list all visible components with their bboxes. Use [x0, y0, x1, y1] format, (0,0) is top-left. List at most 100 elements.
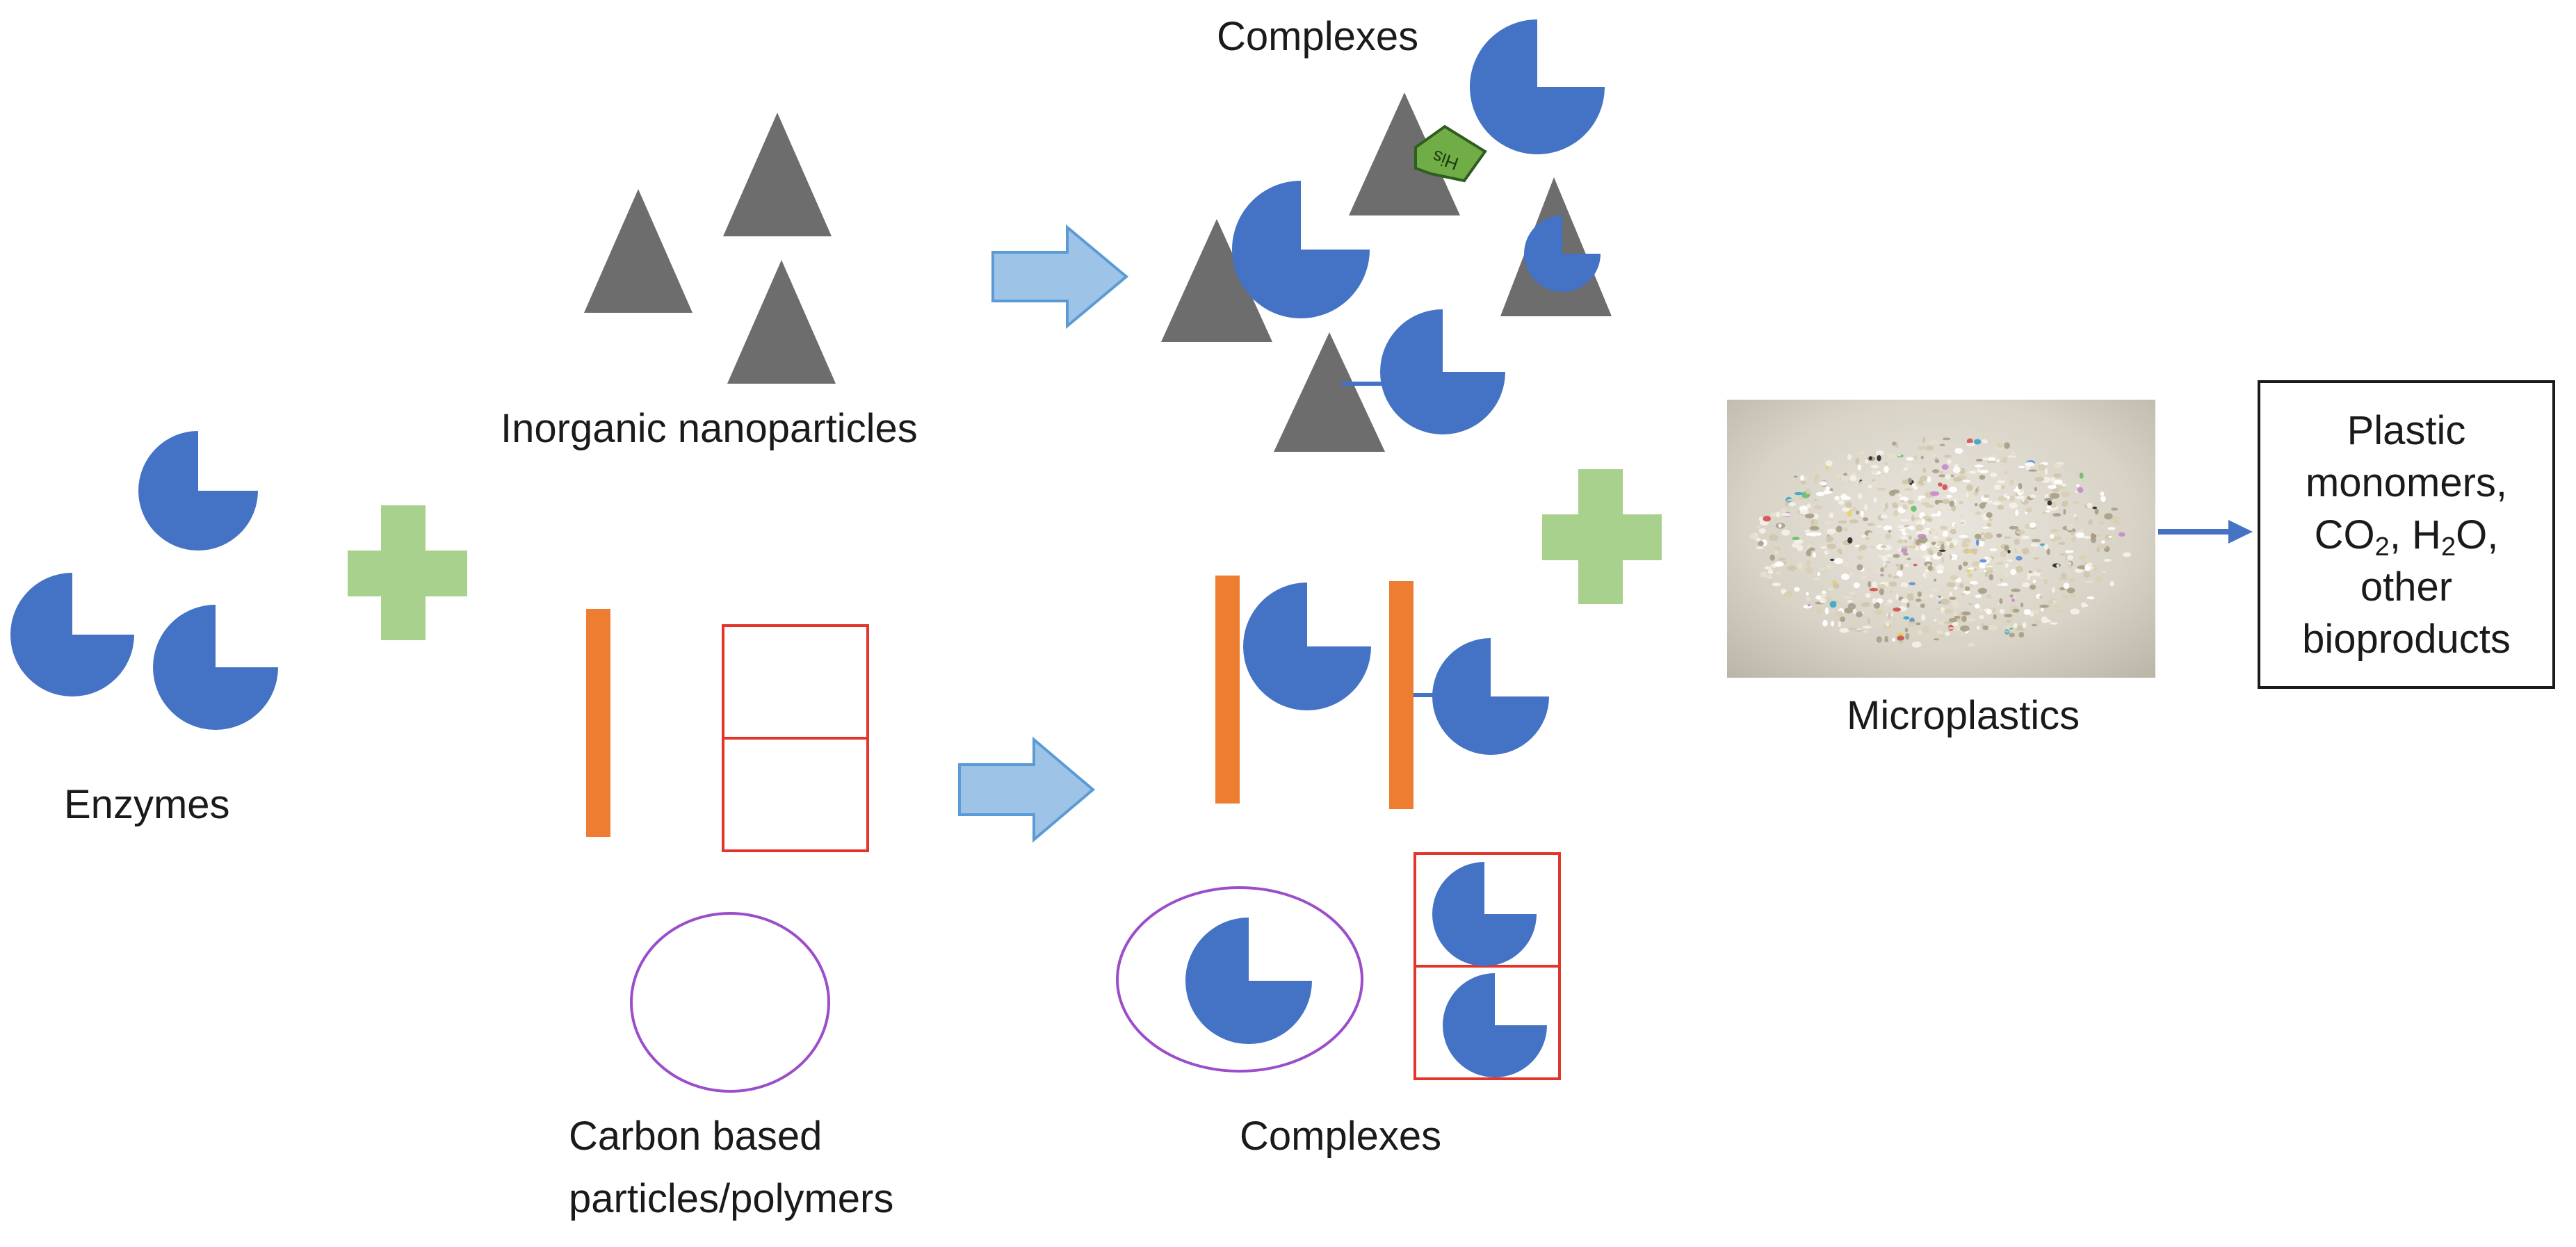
microplastic-piece — [1966, 438, 1973, 444]
microplastic-piece — [1945, 537, 1953, 542]
microplastic-piece — [2009, 633, 2015, 637]
microplastic-piece — [2073, 514, 2077, 517]
microplastic-piece — [1820, 546, 1828, 549]
microplastic-piece — [1937, 510, 1941, 517]
microplastic-piece — [1872, 597, 1877, 604]
microplastic-piece — [1809, 525, 1820, 531]
microplastic-piece — [1806, 549, 1812, 557]
microplastic-piece — [1933, 638, 1940, 641]
microplastic-piece — [1904, 528, 1911, 534]
microplastic-piece — [1904, 564, 1909, 567]
microplastic-piece — [2009, 503, 2018, 509]
microplastic-piece — [1995, 562, 2004, 565]
microplastic-piece — [1883, 562, 1886, 567]
microplastic-piece — [1913, 477, 1917, 484]
microplastic-piece — [1937, 595, 1942, 598]
microplastic-piece — [1988, 573, 1994, 580]
microplastic-piece — [1936, 569, 1944, 574]
microplastic-piece — [1929, 594, 1934, 598]
microplastic-piece — [1797, 562, 1804, 569]
microplastic-piece — [2030, 543, 2040, 547]
microplastic-piece — [1918, 537, 1928, 544]
arrow-icon — [958, 736, 1096, 843]
microplastic-piece — [1877, 541, 1886, 544]
microplastic-piece — [1934, 619, 1937, 622]
microplastic-piece — [1813, 505, 1823, 510]
microplastic-piece — [1826, 535, 1833, 543]
microplastic-piece — [1845, 501, 1852, 508]
microplastic-piece — [2030, 612, 2034, 617]
microplastic-piece — [2048, 507, 2057, 511]
microplastic-piece — [2052, 599, 2057, 604]
microplastic-piece — [1930, 587, 1940, 592]
microplastic-piece — [2044, 494, 2049, 499]
microplastic-piece — [1905, 633, 1910, 640]
carbon-based-particles — [586, 609, 869, 1093]
microplastic-piece — [1959, 582, 1964, 589]
enzyme-icon — [1432, 862, 1537, 966]
enzyme-icon — [1443, 973, 1547, 1077]
microplastic-piece — [1914, 486, 1918, 490]
enzyme-icon — [138, 431, 258, 551]
microplastic-piece — [1842, 561, 1850, 568]
microplastic-piece — [1962, 480, 1971, 482]
microplastic-piece — [1831, 621, 1835, 627]
microplastic-piece — [1934, 578, 1937, 582]
microplastic-piece — [1897, 522, 1904, 525]
microplastic-piece — [1885, 554, 1893, 557]
microplastic-piece — [2056, 564, 2060, 568]
microplastic-piece — [2032, 579, 2036, 584]
microplastic-piece — [1804, 548, 1808, 552]
microplastic-piece — [1987, 500, 1993, 504]
microplastic-piece — [2010, 569, 2016, 576]
microplastic-piece — [1806, 488, 1811, 495]
microplastic-piece — [1793, 475, 1798, 478]
microplastic-piece — [1853, 582, 1860, 589]
microplastic-piece — [1904, 462, 1913, 468]
microplastic-piece — [1983, 494, 1990, 498]
microplastic-piece — [2018, 466, 2025, 468]
microplastic-piece — [2063, 582, 2070, 589]
arrow-icon — [991, 224, 1129, 329]
microplastic-piece — [2014, 538, 2020, 546]
microplastic-piece — [1927, 565, 1933, 571]
microplastic-piece — [1892, 502, 1898, 509]
microplastic-piece — [2078, 555, 2087, 560]
microplastic-piece — [2022, 582, 2030, 587]
microplastic-piece — [1884, 638, 1888, 643]
microplastic-piece — [2005, 620, 2012, 623]
microplastic-piece — [1992, 557, 2001, 564]
microplastic-piece — [1973, 568, 1977, 571]
microplastic-piece — [1829, 512, 1834, 519]
microplastic-piece — [1814, 499, 1818, 501]
microplastic-piece — [1847, 537, 1853, 544]
microplastic-piece — [1915, 598, 1922, 602]
microplastic-piece — [2043, 544, 2049, 551]
microplastic-piece — [2000, 582, 2009, 587]
microplastic-piece — [1941, 464, 1949, 470]
label-carbon-based-line2: particles/polymers — [569, 1176, 894, 1221]
microplastic-piece — [1967, 642, 1975, 647]
products-line-3: CO2, H2O, — [2315, 509, 2499, 561]
microplastic-piece — [2018, 628, 2026, 631]
microplastic-piece — [1959, 455, 1962, 459]
microplastic-piece — [1829, 601, 1837, 608]
microplastic-piece — [1807, 604, 1811, 607]
microplastic-piece — [1832, 582, 1840, 589]
microplastic-piece — [1968, 494, 1974, 497]
microplastic-piece — [1887, 599, 1893, 603]
microplastic-piece — [1840, 616, 1845, 622]
microplastic-piece — [1907, 478, 1912, 484]
microplastic-piece — [1884, 462, 1888, 466]
microplastic-piece — [1968, 470, 1977, 475]
microplastic-piece — [2018, 632, 2025, 638]
microplastic-piece — [1972, 549, 1977, 555]
microplastic-piece — [1839, 628, 1849, 633]
microplastic-piece — [2009, 479, 2014, 486]
microplastic-piece — [1856, 611, 1863, 618]
microplastic-piece — [1981, 623, 1984, 628]
microplastic-piece — [2051, 488, 2060, 493]
microplastic-piece — [2004, 471, 2008, 475]
microplastic-piece — [1843, 527, 1848, 532]
microplastic-piece — [1946, 582, 1956, 587]
